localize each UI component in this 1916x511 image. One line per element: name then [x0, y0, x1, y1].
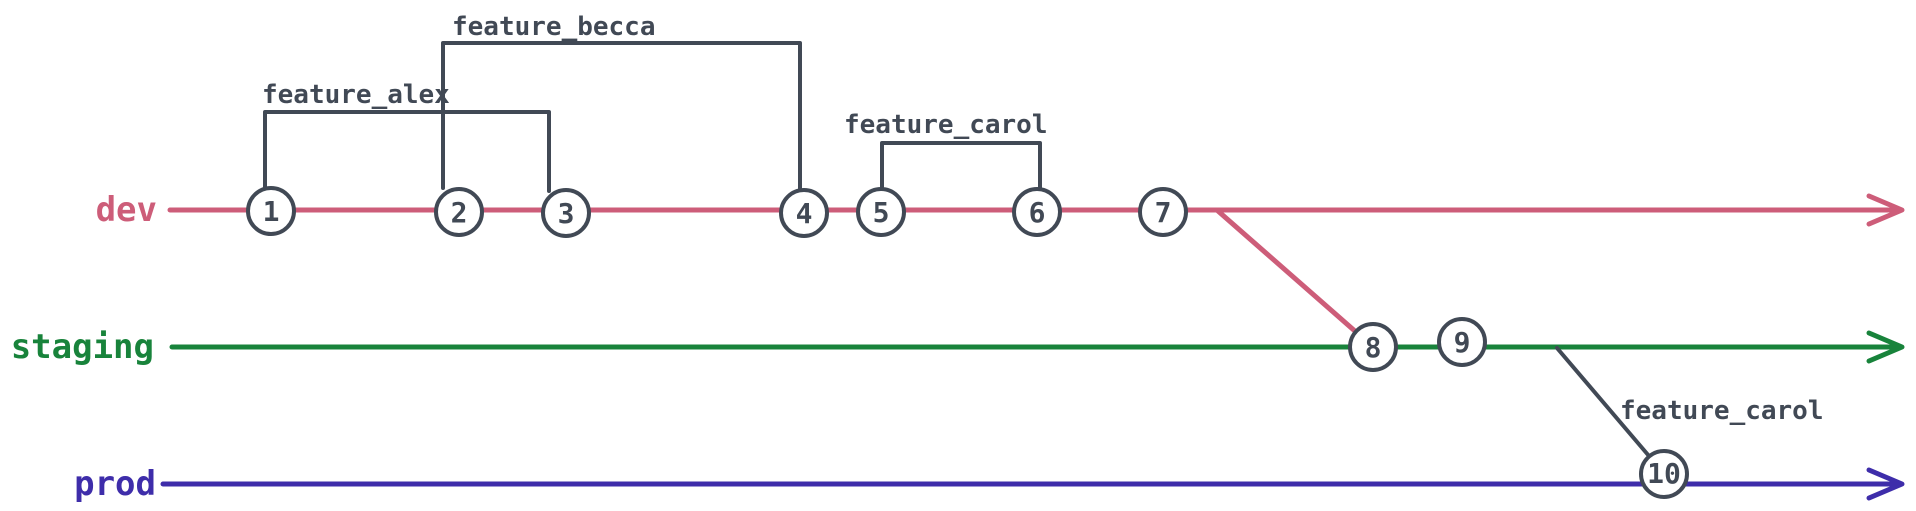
commit-number-6: 6	[1029, 196, 1046, 229]
commit-number-8: 8	[1365, 331, 1382, 364]
feature-bracket-feature_becca	[441, 41, 802, 193]
commit-number-9: 9	[1454, 326, 1471, 359]
feature-bracket-feature_alex	[263, 110, 551, 193]
commit-node-7	[1138, 187, 1188, 237]
commit-node-5	[856, 187, 906, 237]
commit-node-10	[1639, 449, 1689, 499]
commit-number-2: 2	[451, 196, 468, 229]
branch-label-prod: prod	[74, 464, 156, 504]
arrow-icon-dev	[1866, 193, 1905, 227]
feature-label-feature_carol: feature_carol	[844, 110, 1048, 140]
commit-number-4: 4	[796, 197, 813, 230]
commit-node-3	[541, 188, 591, 238]
commit-node-4	[779, 188, 829, 238]
arrow-icon-prod	[1866, 467, 1905, 501]
commit-number-10: 10	[1647, 457, 1681, 490]
feature-label-feature_becca: feature_becca	[452, 12, 656, 42]
commit-node-6	[1012, 187, 1062, 237]
branch-label-staging: staging	[11, 327, 154, 367]
merge-label-staging-to-prod-merge: feature_carol	[1620, 396, 1824, 426]
staging-to-prod-merge	[1555, 346, 1651, 458]
branch-label-dev: dev	[96, 190, 157, 230]
feature-bracket-feature_carol	[880, 141, 1042, 192]
commit-node-8	[1348, 322, 1398, 372]
commit-number-3: 3	[558, 197, 575, 230]
commit-number-1: 1	[263, 195, 280, 228]
commit-number-5: 5	[873, 196, 890, 229]
commit-node-2	[434, 187, 484, 237]
arrow-icon-staging	[1866, 330, 1905, 364]
commit-number-7: 7	[1155, 196, 1172, 229]
commit-node-9	[1437, 317, 1487, 367]
feature-label-feature_alex: feature_alex	[262, 80, 450, 110]
commit-node-1	[246, 186, 296, 236]
dev-to-staging-merge	[1215, 208, 1359, 335]
